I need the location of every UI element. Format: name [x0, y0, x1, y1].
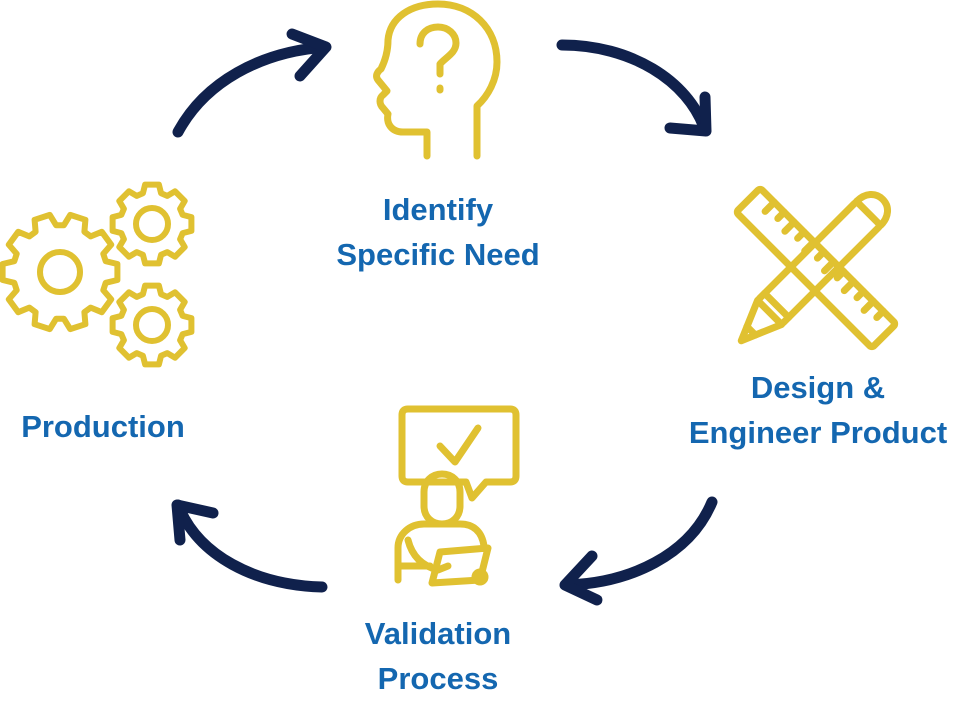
validation-label-line2: Process — [377, 661, 499, 696]
design-label-line1: Design & — [750, 370, 886, 405]
validation-label-line1: Validation — [364, 616, 512, 651]
production-label-line1: Production — [21, 409, 185, 444]
arrow-design-to-validation — [559, 496, 718, 606]
validation-label: Validation Process — [338, 611, 538, 701]
gears-icon — [0, 181, 195, 368]
ruler-pencil-icon — [733, 185, 899, 351]
arrow-identify-to-design — [556, 39, 712, 137]
arrow-validation-to-production — [171, 499, 328, 593]
identify-label-line1: Identify — [382, 192, 494, 227]
identify-label-line2: Specific Need — [336, 237, 540, 272]
top-gear-icon — [109, 181, 195, 267]
identify-label: Identify Specific Need — [318, 187, 558, 277]
person-checkmark-icon — [394, 405, 520, 587]
design-label: Design & Engineer Product — [676, 365, 960, 455]
production-label: Production — [8, 404, 198, 449]
arrow-production-to-identify — [172, 28, 332, 138]
large-gear-icon — [0, 211, 121, 333]
design-label-line2: Engineer Product — [688, 415, 948, 450]
head-question-icon — [373, 0, 501, 160]
bottom-gear-icon — [109, 282, 195, 368]
